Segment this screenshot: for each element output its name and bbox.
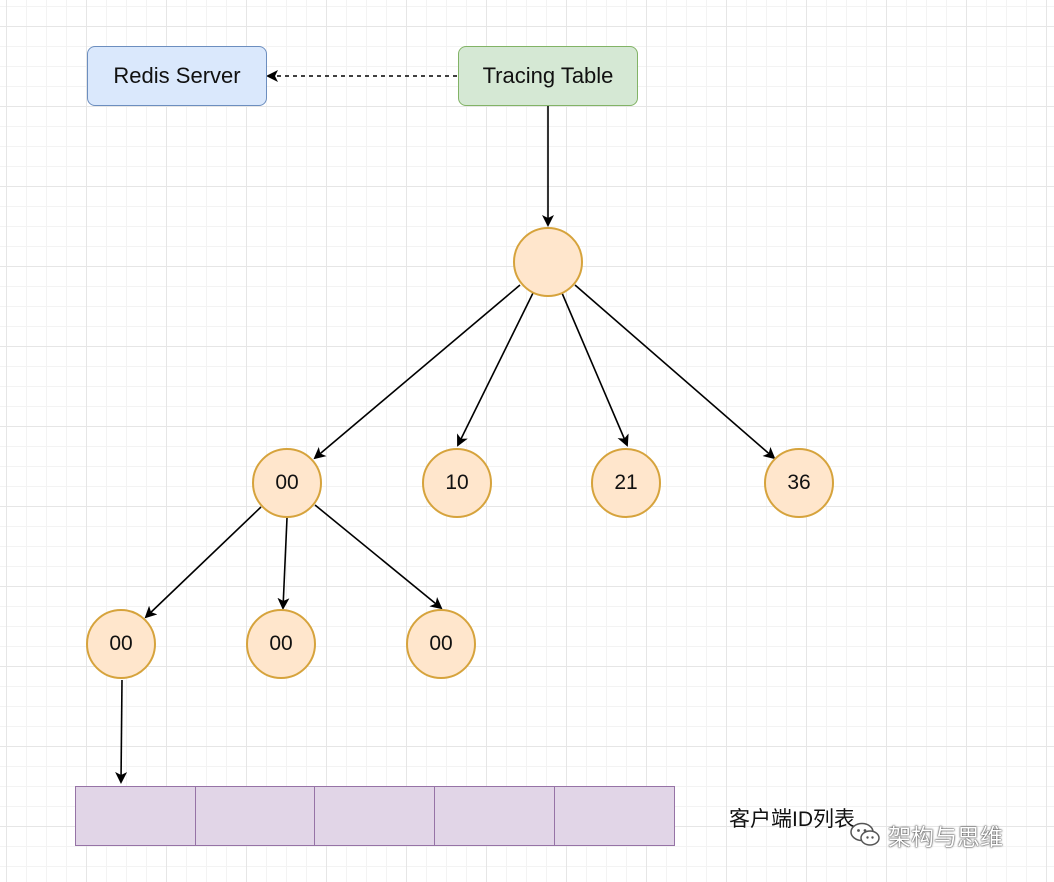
wechat-icon [850,822,880,846]
node-00-child-3[interactable]: 00 [406,609,476,679]
node-label: 00 [275,471,299,494]
node-label: 21 [614,471,638,494]
client-id-cell [553,786,676,846]
edge-00-to-child1 [144,506,262,619]
node-label: 10 [445,471,469,494]
redis-server-label: Redis Server [113,63,241,88]
client-id-list-label: 客户端ID列表 [729,808,855,831]
edge-root-to-00 [313,284,521,460]
node-21[interactable]: 21 [591,448,661,518]
node-00[interactable]: 00 [252,448,322,518]
tracing-table-label: Tracing Table [482,63,614,88]
node-label: 00 [269,632,293,655]
node-10[interactable]: 10 [422,448,492,518]
tracing-table-box[interactable]: Tracing Table [458,46,638,106]
watermark-text: 架构与思维 [888,824,1003,850]
root-node[interactable] [513,227,583,297]
node-label: 00 [109,632,133,655]
edge-child1-to-list [115,679,128,784]
watermark: 架构与思维 [850,818,1003,852]
client-id-cell [75,786,197,846]
node-label: 36 [787,471,811,494]
edge-root-to-36 [574,284,776,460]
client-id-cell [314,786,436,846]
client-id-cell [434,786,556,846]
edge-00-to-child3 [314,504,443,610]
node-00-child-2[interactable]: 00 [246,609,316,679]
edge-root-to-21 [561,292,629,447]
node-36[interactable]: 36 [764,448,834,518]
edge-root-to-10 [457,292,534,447]
client-id-list [75,786,676,846]
node-label: 00 [429,632,453,655]
redis-server-box[interactable]: Redis Server [87,46,267,106]
client-id-cell [194,786,316,846]
edge-00-to-child2 [277,517,290,610]
node-00-child-1[interactable]: 00 [86,609,156,679]
